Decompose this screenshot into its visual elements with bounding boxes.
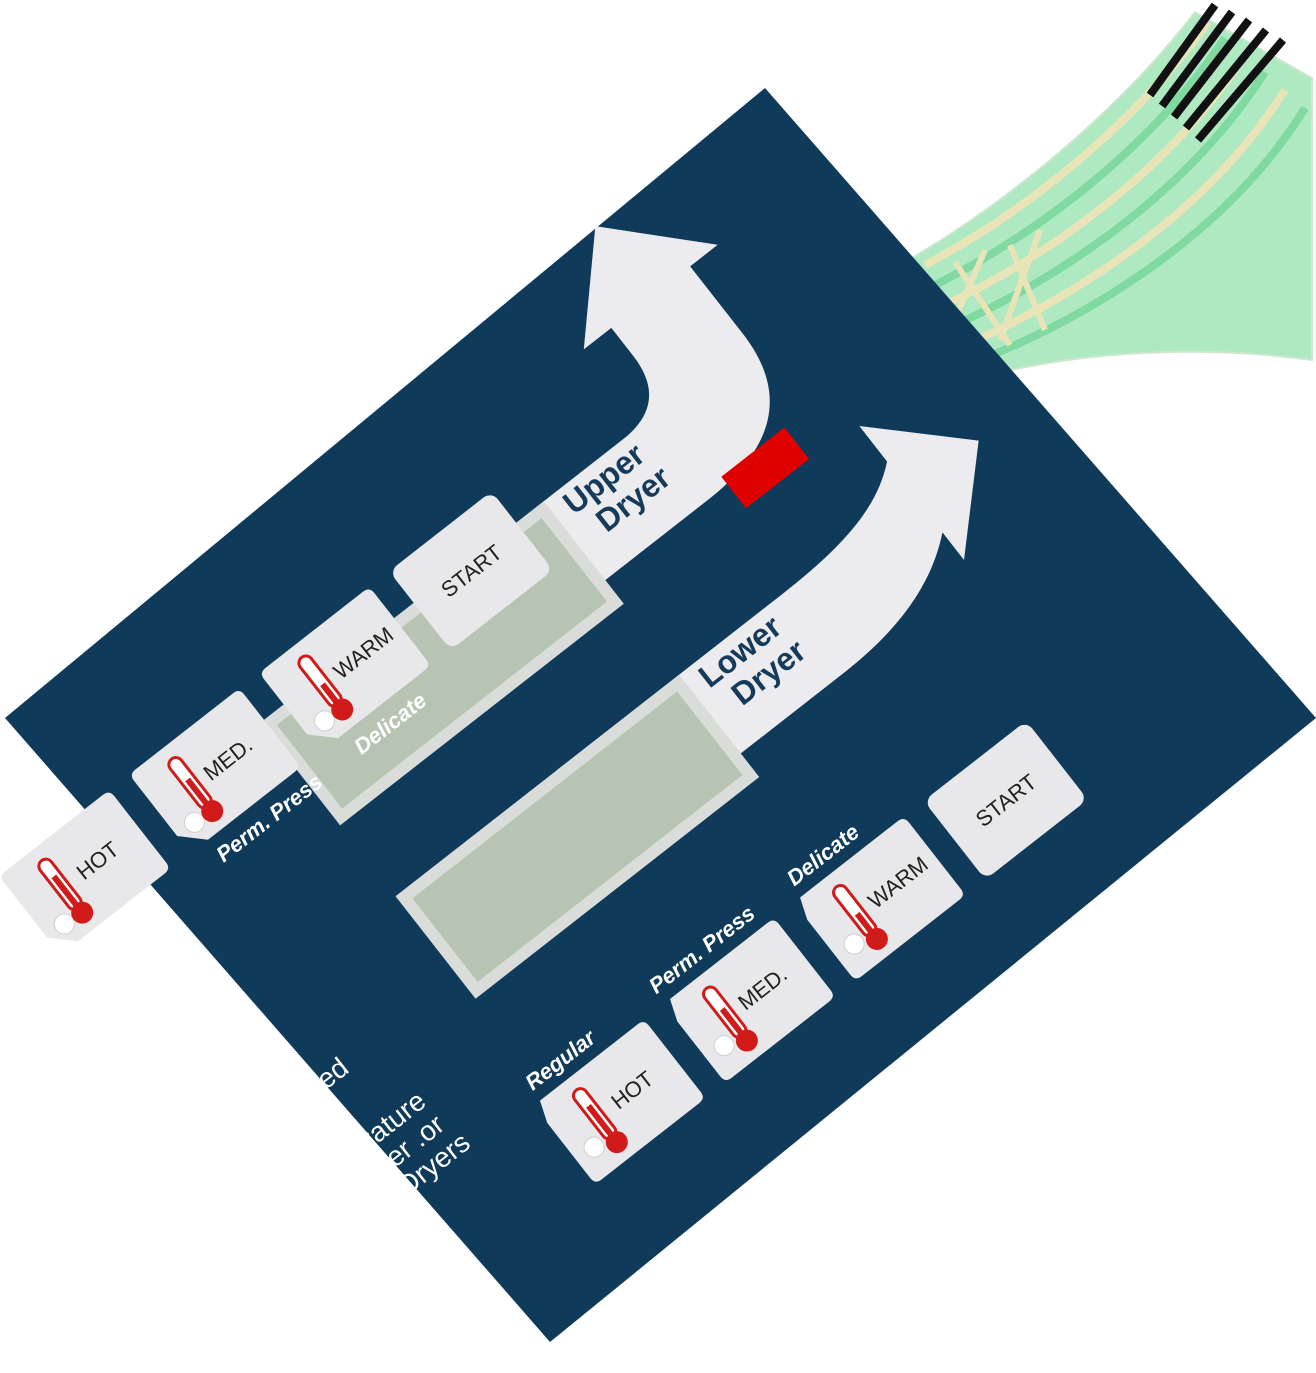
thermometer-icon <box>37 857 94 924</box>
thermometer-icon <box>702 985 758 1052</box>
med-indicator-dot <box>713 1035 735 1057</box>
thermometer-icon <box>167 756 224 823</box>
hot-indicator-dot <box>53 913 75 935</box>
thermometer-icon <box>571 1087 628 1154</box>
lower-key-warm[interactable]: WARM Delicate <box>774 791 966 981</box>
med-indicator-dot <box>183 811 205 833</box>
thermometer-icon <box>297 654 354 721</box>
ribbon-connector-contacts <box>1146 2 1287 143</box>
lower-lcd-display <box>395 674 760 999</box>
warm-indicator-dot <box>313 710 335 732</box>
warm-indicator-dot <box>843 933 865 955</box>
thermometer-icon <box>832 883 888 950</box>
upper-key-start[interactable]: START <box>389 491 553 650</box>
ribbon-cable <box>910 2 1313 382</box>
lower-key-start[interactable]: START <box>924 721 1088 880</box>
ribbon-lattice <box>947 228 1048 347</box>
hot-indicator-dot <box>583 1136 605 1158</box>
indicator-led <box>721 427 809 509</box>
